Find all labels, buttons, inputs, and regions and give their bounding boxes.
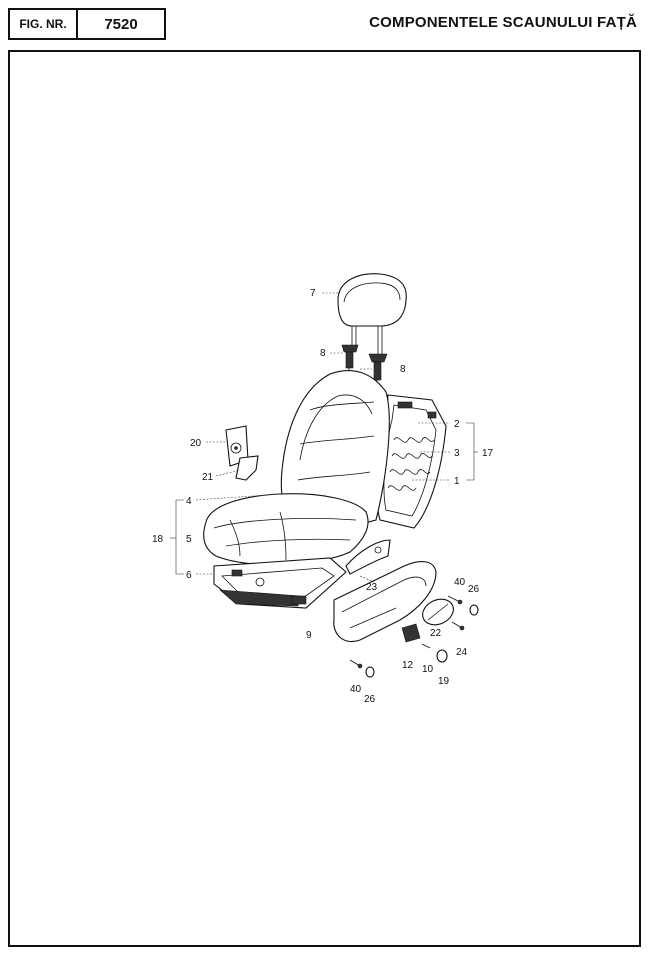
callout-40-upper: 40 bbox=[454, 577, 466, 588]
trim-23 bbox=[345, 539, 391, 575]
callout-4: 4 bbox=[186, 496, 192, 507]
drawing-frame bbox=[8, 50, 641, 947]
callout-23: 23 bbox=[366, 582, 378, 593]
callout-6: 6 bbox=[186, 570, 192, 581]
trim-cover-21 bbox=[235, 455, 259, 481]
screw-24 bbox=[451, 621, 465, 631]
callout-2: 2 bbox=[454, 419, 460, 430]
screw-10 bbox=[421, 643, 431, 649]
callout-21: 21 bbox=[202, 472, 214, 483]
callout-18: 18 bbox=[152, 534, 164, 545]
callout-8a: 8 bbox=[320, 348, 326, 359]
lever-handle-12 bbox=[401, 623, 421, 643]
headrest bbox=[337, 273, 407, 355]
callout-26-lower: 26 bbox=[364, 694, 376, 705]
recline-knob-22 bbox=[422, 598, 454, 626]
callout-9: 9 bbox=[306, 630, 312, 641]
washer-26-lower bbox=[365, 666, 375, 678]
callout-22: 22 bbox=[430, 628, 442, 639]
fig-number: 7520 bbox=[76, 8, 166, 40]
callout-17: 17 bbox=[482, 448, 494, 459]
callout-40-lower: 40 bbox=[350, 684, 362, 695]
washer-26-upper bbox=[469, 604, 479, 616]
callout-24: 24 bbox=[456, 647, 468, 658]
callout-8b: 8 bbox=[400, 364, 406, 375]
callout-12: 12 bbox=[402, 660, 414, 671]
fig-number-text: 7520 bbox=[104, 15, 138, 33]
callout-3: 3 bbox=[454, 448, 460, 459]
bracket-18 bbox=[170, 499, 184, 575]
screw-40-lower bbox=[349, 659, 363, 669]
fig-label-text: FIG. NR. bbox=[19, 17, 67, 31]
seat-cushion bbox=[203, 493, 369, 566]
callout-20: 20 bbox=[190, 438, 202, 449]
washer-19 bbox=[436, 649, 448, 663]
page-title: COMPONENTELE SCAUNULUI FAȚĂ bbox=[369, 14, 637, 31]
seat-frame bbox=[213, 557, 347, 609]
seat-back-cushion bbox=[280, 370, 390, 533]
side-shield bbox=[333, 561, 437, 642]
screw-40-upper bbox=[447, 595, 463, 605]
bracket-17 bbox=[466, 422, 478, 481]
callout-19: 19 bbox=[438, 676, 450, 687]
callout-10: 10 bbox=[422, 664, 434, 675]
callout-5: 5 bbox=[186, 534, 192, 545]
callout-1: 1 bbox=[454, 476, 460, 487]
callout-labels: 7 8 8 2 3 1 17 20 21 4 5 6 18 23 9 40 26… bbox=[152, 288, 494, 705]
leader-lines bbox=[195, 292, 450, 583]
callout-7: 7 bbox=[310, 288, 316, 299]
callout-26-upper: 26 bbox=[468, 584, 480, 595]
